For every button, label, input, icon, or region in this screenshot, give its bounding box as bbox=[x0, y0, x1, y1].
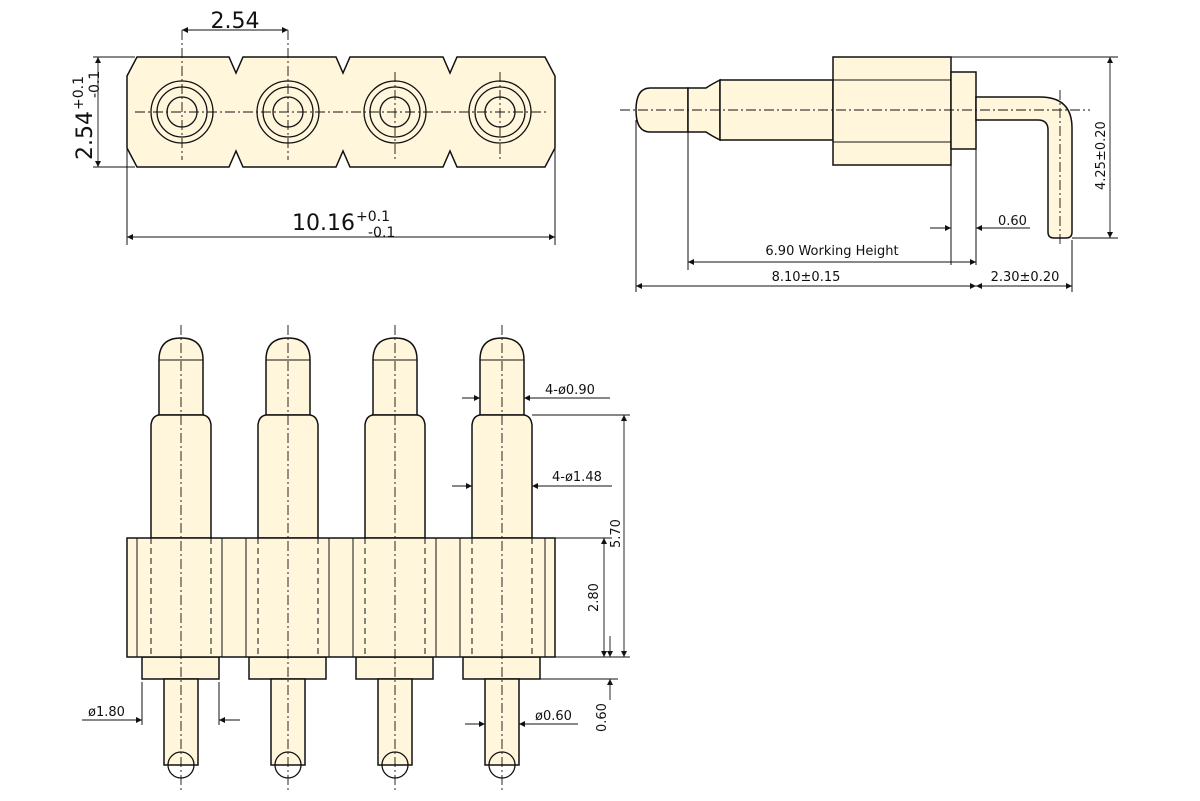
top-view-centerlines bbox=[135, 30, 548, 160]
top-view: 2.54 2.54+0.1-0.1 10.16+0.1-0.1 bbox=[71, 9, 556, 245]
working-height-dimension: 6.90 Working Height bbox=[687, 132, 976, 270]
front-view: 4-ø0.90 4-ø1.48 5.70 2.80 bbox=[82, 325, 630, 790]
body-height-dimension: 2.80 bbox=[555, 537, 612, 657]
tail-diameter-label: ø1.80 bbox=[88, 705, 125, 720]
front-housing bbox=[126, 537, 556, 658]
bottom-offset-dimension: 0.60 bbox=[540, 636, 618, 732]
plunger-diameter-label: 4-ø1.48 bbox=[552, 470, 602, 485]
overall-height-label: 4.25±0.20 bbox=[1094, 121, 1109, 190]
pin-diameter-dimension: ø0.60 bbox=[465, 709, 578, 727]
pin-diameter-label: ø0.60 bbox=[535, 709, 572, 724]
height-dimension: 2.54+0.1-0.1 bbox=[71, 56, 135, 168]
body-height-label: 2.80 bbox=[587, 583, 602, 612]
total-height-dimension: 5.70 bbox=[532, 414, 630, 658]
tip-diameter-dimension: 4-ø0.90 bbox=[462, 383, 610, 401]
side-view: 0.60 6.90 Working Height 8.10±0.15 2.30±… bbox=[620, 56, 1118, 292]
tip-diameter-label: 4-ø0.90 bbox=[545, 383, 595, 398]
front-view-centerlines bbox=[180, 325, 503, 790]
pitch-dimension: 2.54 bbox=[182, 9, 288, 34]
overall-height-dimension: 4.25±0.20 bbox=[951, 56, 1118, 239]
plunger-diameter-dimension: 4-ø1.48 bbox=[452, 470, 612, 489]
total-height-label: 5.70 bbox=[609, 519, 624, 548]
tail-diameter-dimension: ø1.80 bbox=[82, 682, 240, 725]
front-pin-1 bbox=[141, 337, 220, 779]
height-label: 2.54+0.1-0.1 bbox=[71, 71, 103, 160]
working-height-label: 6.90 Working Height bbox=[765, 244, 898, 259]
thickness-label: 0.60 bbox=[998, 214, 1027, 229]
length-dimension: 10.16+0.1-0.1 bbox=[126, 148, 556, 245]
side-view-centerlines bbox=[620, 90, 1090, 245]
body-length-dimension: 8.10±0.15 2.30±0.20 bbox=[635, 120, 1073, 292]
pitch-label: 2.54 bbox=[211, 9, 260, 34]
body-length-label: 8.10±0.15 bbox=[772, 270, 841, 285]
tail-length-label: 2.30±0.20 bbox=[991, 270, 1060, 285]
housing-body bbox=[832, 56, 952, 166]
thickness-dimension: 0.60 bbox=[930, 149, 1030, 265]
bottom-offset-label: 0.60 bbox=[595, 703, 610, 732]
housing-segment-lines bbox=[136, 538, 546, 657]
right-angle-tail bbox=[975, 96, 1073, 239]
housing-flange bbox=[950, 71, 977, 150]
length-label: 10.16+0.1-0.1 bbox=[292, 209, 395, 241]
